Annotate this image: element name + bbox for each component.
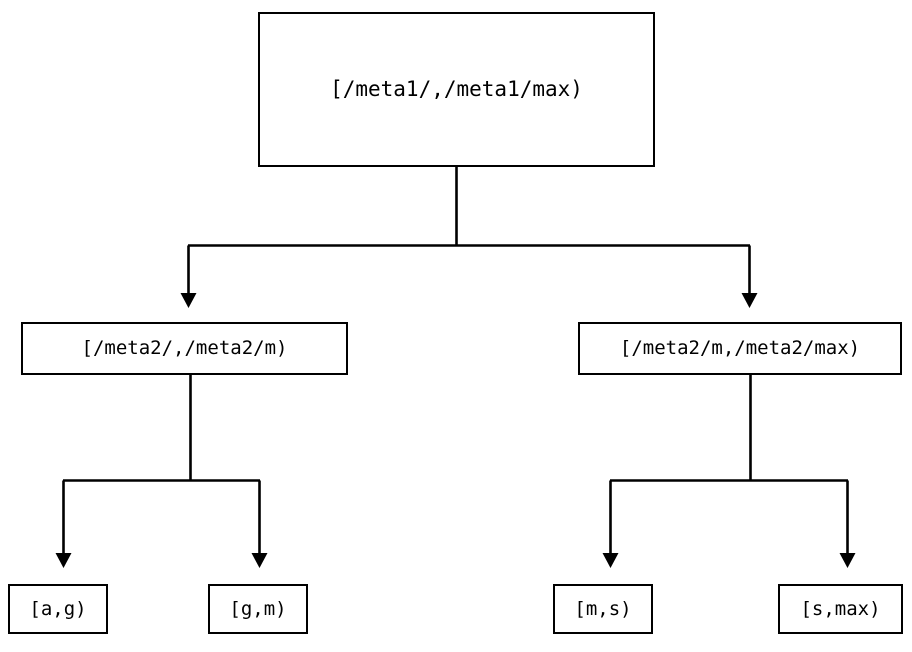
tree-node-root-label: [/meta1/,/meta1/max) <box>330 77 583 101</box>
arrowhead-down-icon <box>839 553 856 568</box>
tree-node-mid-left-label: [/meta2/,/meta2/m) <box>81 337 288 359</box>
tree-node-leaf-3-label: [m,s) <box>574 597 632 620</box>
arrowhead-down-icon <box>602 553 619 568</box>
tree-node-leaf-2[interactable]: [g,m) <box>208 584 308 634</box>
tree-node-mid-left[interactable]: [/meta2/,/meta2/m) <box>21 322 348 375</box>
tree-node-mid-right[interactable]: [/meta2/m,/meta2/max) <box>578 322 902 375</box>
tree-node-leaf-1[interactable]: [a,g) <box>8 584 108 634</box>
arrowhead-down-icon <box>741 293 758 308</box>
edge-root-to-middles <box>180 167 758 308</box>
edge-midleft-to-leaves <box>55 375 268 568</box>
edge-midright-to-leaves <box>602 375 856 568</box>
tree-node-mid-right-label: [/meta2/m,/meta2/max) <box>619 337 861 359</box>
arrowhead-down-icon <box>55 553 72 568</box>
tree-node-leaf-4[interactable]: [s,max) <box>778 584 903 634</box>
tree-node-leaf-2-label: [g,m) <box>229 597 287 620</box>
tree-node-leaf-4-label: [s,max) <box>800 597 881 620</box>
tree-node-leaf-3[interactable]: [m,s) <box>553 584 653 634</box>
tree-node-leaf-1-label: [a,g) <box>29 597 87 620</box>
arrowhead-down-icon <box>251 553 268 568</box>
tree-node-root[interactable]: [/meta1/,/meta1/max) <box>258 12 655 167</box>
arrowhead-down-icon <box>180 293 197 308</box>
